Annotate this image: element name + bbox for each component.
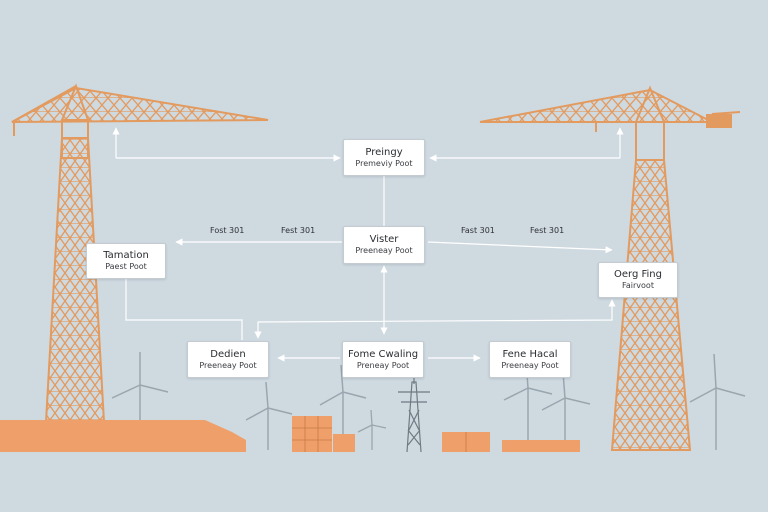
edge-label: Fast 301 — [461, 226, 495, 235]
node-left[interactable]: Tamation Paest Poot — [86, 243, 166, 279]
node-title: Dedien — [210, 348, 246, 360]
node-subtitle: Preneay Poot — [356, 360, 410, 370]
node-title: Vister — [369, 234, 399, 245]
node-subtitle: Premeviy Poot — [355, 158, 413, 168]
ground — [0, 450, 768, 512]
node-top[interactable]: Preingy Premeviy Poot — [343, 139, 425, 176]
edge-label: Fest 301 — [530, 226, 565, 235]
edge-label: Fest 301 — [281, 226, 316, 235]
ground-blocks — [0, 416, 580, 452]
node-bottom-left[interactable]: Dedien Preeneay Poot — [187, 341, 269, 378]
wind-turbine-icon — [357, 409, 387, 450]
node-subtitle: Preeneay Poot — [501, 360, 559, 370]
edge-label: Fost 301 — [210, 226, 245, 235]
node-title: Fome Cwaling — [347, 348, 419, 360]
node-center[interactable]: Vister Preeneay Poot — [343, 226, 425, 264]
node-title: Preingy — [365, 146, 403, 158]
node-title: Tamation — [103, 250, 149, 261]
wind-turbine-icon — [245, 381, 293, 450]
node-subtitle: Fairvoot — [622, 281, 654, 290]
right-crane-icon — [479, 85, 741, 451]
node-subtitle: Paest Poot — [105, 262, 147, 271]
node-subtitle: Preeneay Poot — [355, 246, 413, 255]
node-bottom-center[interactable]: Fome Cwaling Preneay Poot — [342, 341, 424, 378]
node-right[interactable]: Oerg Fing Fairvoot — [598, 262, 678, 298]
node-title: Fene Hacal — [502, 348, 558, 360]
node-title: Oerg Fing — [614, 269, 662, 280]
wind-turbine-icon — [541, 371, 591, 442]
left-crane-icon — [11, 83, 269, 423]
power-pylon-icon — [398, 376, 430, 453]
node-subtitle: Preeneay Poot — [199, 360, 257, 370]
wind-turbine-icon — [111, 352, 169, 420]
wind-turbine-icon — [689, 353, 746, 450]
connectors — [112, 127, 624, 362]
node-bottom-right[interactable]: Fene Hacal Preeneay Poot — [489, 341, 571, 378]
